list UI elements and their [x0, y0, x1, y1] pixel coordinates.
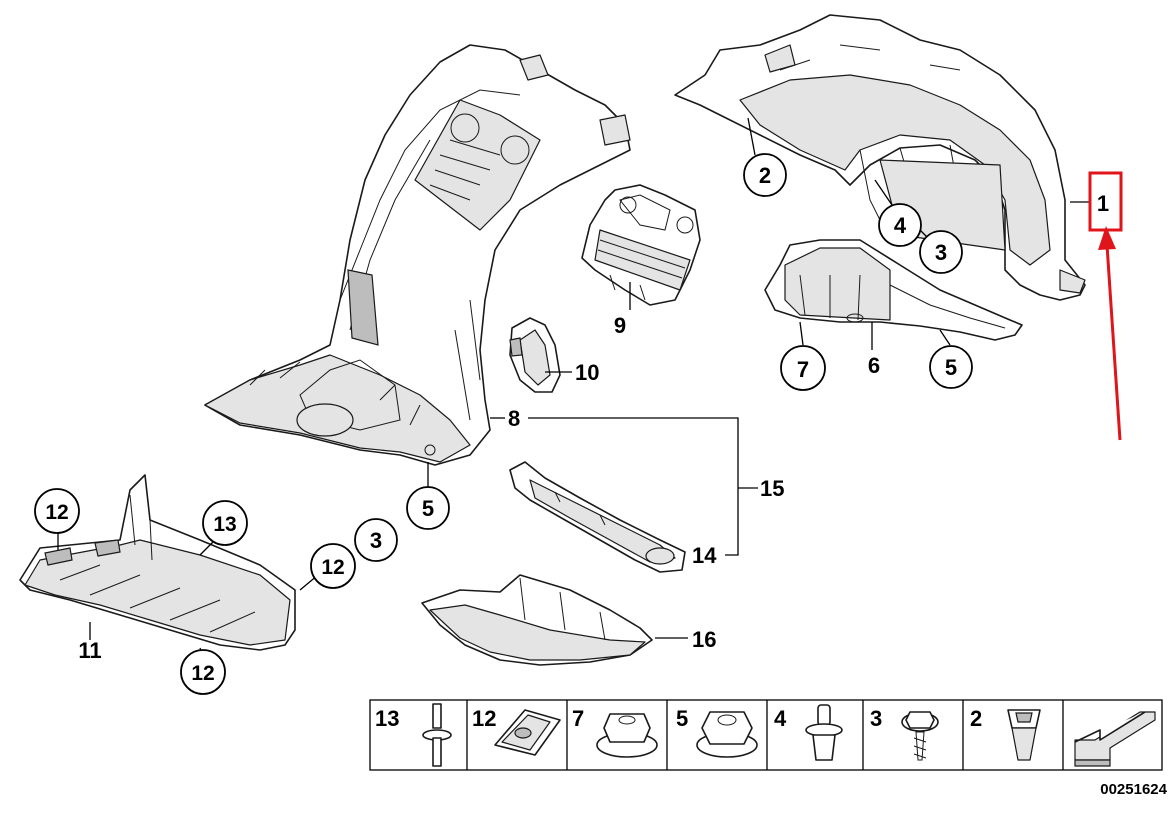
legend-item-7: 7	[572, 706, 658, 758]
push-rivet-icon	[422, 703, 452, 767]
wheel-arch-liner-front-part-8	[204, 44, 631, 466]
underbody-panel-part-11	[19, 474, 296, 651]
svg-text:5: 5	[676, 706, 688, 731]
direction-arrow-icon	[1074, 711, 1156, 767]
label-16: 16	[692, 627, 716, 652]
air-duct-bracket-part-9	[581, 184, 701, 306]
callout-4: 4	[878, 203, 922, 247]
svg-text:3: 3	[935, 240, 947, 265]
fastener-legend: 13 12 7 5	[369, 699, 1163, 771]
svg-text:4: 4	[774, 706, 787, 731]
legend-item-13: 13	[375, 703, 452, 767]
svg-text:13: 13	[375, 706, 399, 731]
svg-text:13: 13	[213, 513, 236, 536]
legend-item-5: 5	[676, 706, 758, 758]
legend-item-4: 4	[774, 704, 843, 761]
label-10: 10	[575, 360, 599, 385]
callout-12: 12	[310, 543, 356, 589]
expanding-rivet-icon	[805, 704, 843, 761]
callout-7: 7	[780, 345, 826, 391]
clip-nut-icon	[494, 709, 561, 756]
label-11: 11	[78, 638, 101, 663]
callout-5: 5	[406, 486, 450, 530]
callout-5: 5	[929, 345, 973, 389]
legend-item-12: 12	[472, 706, 561, 756]
callout-13: 13	[202, 500, 248, 546]
expanding-nut-icon	[1007, 709, 1041, 761]
label-14: 14	[692, 543, 717, 568]
label-9: 9	[614, 313, 626, 338]
trim-panel-part-6	[764, 239, 1023, 341]
collar-nut-icon	[596, 713, 658, 758]
svg-text:12: 12	[191, 662, 214, 685]
callout-2: 2	[743, 153, 787, 197]
lower-trim-part-16	[421, 574, 653, 666]
label-6: 6	[868, 353, 880, 378]
document-number: 00251624	[1100, 781, 1167, 798]
legend-item-2: 2	[970, 706, 1041, 761]
svg-text:5: 5	[945, 355, 957, 380]
self-tapping-screw-icon	[901, 711, 939, 761]
leader-lines	[57, 117, 1090, 656]
callout-12: 12	[34, 488, 80, 534]
svg-text:7: 7	[572, 706, 584, 731]
collar-nut-icon	[696, 711, 758, 758]
svg-text:2: 2	[970, 706, 982, 731]
svg-text:5: 5	[422, 496, 434, 521]
svg-text:12: 12	[45, 501, 68, 524]
svg-text:12: 12	[321, 556, 344, 579]
svg-text:2: 2	[759, 163, 771, 188]
label-1: 1	[1097, 191, 1109, 216]
callout-3: 3	[919, 230, 963, 274]
svg-text:12: 12	[472, 706, 496, 731]
bracket-strip-part-14	[509, 461, 686, 573]
svg-text:4: 4	[894, 213, 907, 238]
svg-text:3: 3	[370, 528, 382, 553]
red-arrow-icon	[1098, 226, 1122, 441]
label-8: 8	[508, 406, 520, 431]
svg-text:7: 7	[797, 357, 809, 382]
legend-item-3: 3	[870, 706, 939, 761]
label-15: 15	[760, 476, 784, 501]
callout-12: 12	[180, 649, 226, 695]
callout-3: 3	[354, 518, 398, 562]
svg-text:3: 3	[870, 706, 882, 731]
seal-part-10	[509, 317, 561, 393]
